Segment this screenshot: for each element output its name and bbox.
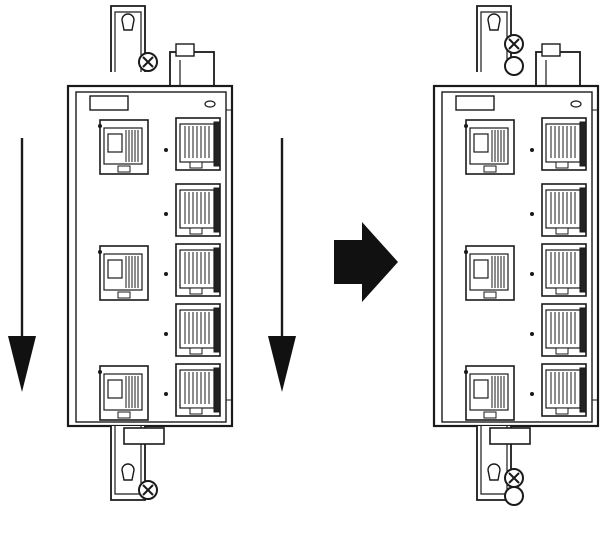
switch-before-sliding bbox=[66, 4, 234, 502]
rj45-port-icon bbox=[175, 243, 221, 297]
arrow-down-icon bbox=[268, 138, 296, 392]
rj45-port-icon bbox=[99, 365, 149, 421]
rj45-port-icon bbox=[465, 119, 515, 175]
screw-icon bbox=[138, 52, 158, 72]
rj45-port-icon bbox=[465, 245, 515, 301]
rj45-port-icon bbox=[541, 183, 587, 237]
rj45-port-icon bbox=[175, 303, 221, 357]
arrow-right-icon bbox=[334, 222, 398, 302]
rj45-port-icon bbox=[99, 245, 149, 301]
rj45-port-icon bbox=[465, 365, 515, 421]
rj45-port-icon bbox=[541, 243, 587, 297]
rj45-port-icon bbox=[175, 183, 221, 237]
screw-icon bbox=[504, 468, 524, 488]
rj45-port-icon bbox=[175, 117, 221, 171]
rj45-port-icon bbox=[175, 363, 221, 417]
screw-icon bbox=[504, 34, 524, 54]
rj45-port-icon bbox=[541, 303, 587, 357]
screw-icon bbox=[138, 480, 158, 500]
switch-after-sliding bbox=[432, 4, 600, 506]
rj45-port-icon bbox=[541, 363, 587, 417]
arrow-down-icon bbox=[8, 138, 36, 392]
rj45-port-icon bbox=[99, 119, 149, 175]
rj45-port-icon bbox=[541, 117, 587, 171]
